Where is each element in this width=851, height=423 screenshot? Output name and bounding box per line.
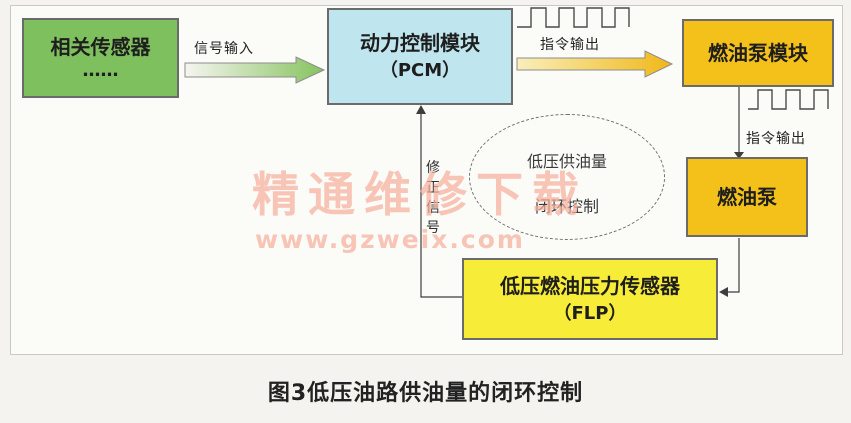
signal-input-arrow xyxy=(184,56,326,84)
correction-signal-label: 修正信号 xyxy=(425,158,441,238)
sensors-subtitle: …… xyxy=(82,59,119,81)
fuel-pump-module-title: 燃油泵模块 xyxy=(708,40,808,65)
closed-loop-line1: 低压供油量 xyxy=(526,152,607,171)
figure-caption: 图3低压油路供油量的闭环控制 xyxy=(267,381,584,406)
sensors-box: 相关传感器 …… xyxy=(22,18,179,98)
fuel-pump-title: 燃油泵 xyxy=(717,184,777,209)
signal-input-label: 信号输入 xyxy=(194,41,254,57)
sensors-title: 相关传感器 xyxy=(50,34,151,59)
flp-title: 低压燃油压力传感器 xyxy=(500,273,680,298)
closed-loop-ellipse xyxy=(469,114,665,240)
flp-subtitle: （FLP） xyxy=(553,302,627,324)
command-output-label-right: 指令输出 xyxy=(746,131,806,147)
command-output-label-top: 指令输出 xyxy=(540,37,600,53)
fuel-pump-module-box: 燃油泵模块 xyxy=(682,19,834,87)
command-output-arrow xyxy=(516,50,674,78)
watermark-text: 精通维修下载 xyxy=(252,168,588,223)
pulse-waveform-top xyxy=(517,7,630,28)
feedback-line xyxy=(420,113,462,298)
feedback-arrowhead xyxy=(416,105,426,114)
pump-to-flp-line xyxy=(724,238,740,293)
closed-loop-line2: 闭环控制 xyxy=(534,197,599,216)
fuel-pump-box: 燃油泵 xyxy=(686,157,808,237)
pump-to-flp-arrowhead xyxy=(719,287,728,297)
watermark-url: www.gzweix.com xyxy=(255,225,525,254)
module-to-pump-arrowhead xyxy=(734,152,744,159)
pulse-waveform-right xyxy=(748,89,829,110)
pcm-box: 动力控制模块 （PCM） xyxy=(327,8,513,105)
pcm-title: 动力控制模块 xyxy=(360,31,480,55)
flp-box: 低压燃油压力传感器 （FLP） xyxy=(462,258,718,340)
pcm-subtitle: （PCM） xyxy=(379,60,461,81)
